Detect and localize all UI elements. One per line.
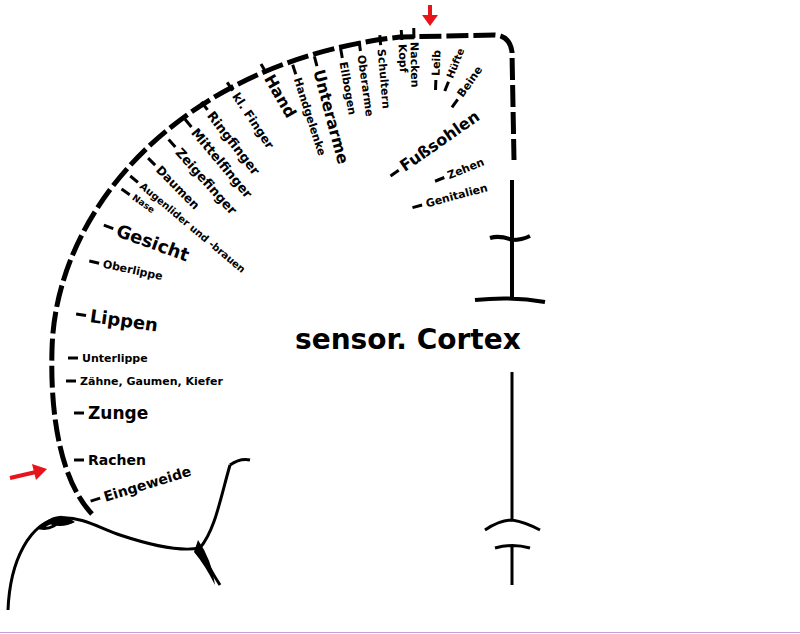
tick-group (66, 28, 458, 501)
label-tick (227, 82, 233, 90)
label-tick (66, 380, 76, 383)
body-part-label: Rachen (88, 453, 146, 467)
label-tick (148, 158, 155, 165)
brain-fill (45, 516, 215, 585)
body-part-label: Hüfte (445, 47, 466, 80)
label-tick (74, 459, 84, 462)
label-tick (314, 56, 317, 66)
body-part-label: Unterlippe (82, 353, 148, 364)
region-title: sensor. Cortex (295, 326, 521, 354)
label-tick (76, 314, 86, 315)
red-arrow (10, 472, 36, 478)
body-part-label: Beine (455, 64, 484, 99)
body-part-label: Oberarme (356, 54, 376, 117)
body-part-label: Schultern (376, 49, 392, 110)
body-part-label: Kopf (397, 44, 409, 73)
brain-outline (8, 460, 250, 610)
label-tick (130, 176, 138, 182)
red-arrowhead (422, 15, 438, 26)
label-tick (68, 357, 78, 360)
label-tick (104, 225, 113, 228)
cortex-surface (52, 35, 514, 514)
label-tick (169, 140, 176, 147)
label-tick (185, 119, 191, 127)
body-part-label: Zunge (88, 405, 148, 422)
label-tick (412, 205, 422, 208)
label-tick (412, 28, 415, 38)
body-part-label: Gesicht (114, 222, 192, 265)
bottom-rule (0, 632, 800, 633)
label-tick (378, 35, 382, 45)
body-part-label: Zähne, Gaumen, Kiefer (80, 376, 223, 387)
body-part-label: Genitalien (425, 182, 489, 209)
label-tick (293, 65, 296, 75)
body-part-label: Ellbogen (338, 61, 358, 116)
body-part-label: Leib (431, 50, 443, 76)
sulcus-line (475, 180, 545, 302)
body-part-label: Nacken (409, 42, 421, 88)
label-tick (122, 189, 130, 195)
midline (485, 372, 540, 585)
label-tick (435, 177, 444, 181)
label-tick (445, 82, 449, 91)
label-tick (452, 99, 458, 107)
label-tick (400, 30, 404, 40)
label-tick (359, 41, 360, 51)
label-tick (341, 48, 343, 58)
label-tick (89, 261, 99, 263)
label-tick (261, 64, 266, 73)
label-tick (74, 412, 84, 415)
label-tick (391, 170, 399, 176)
red-arrowhead (32, 464, 47, 480)
body-part-label: Oberlippe (102, 259, 164, 282)
body-part-label: Lippen (89, 307, 159, 334)
label-tick (201, 102, 207, 110)
body-part-label: Zehen (446, 156, 486, 181)
label-tick (91, 498, 101, 501)
label-tick (434, 80, 437, 90)
body-part-label: Eingeweide (102, 464, 193, 504)
